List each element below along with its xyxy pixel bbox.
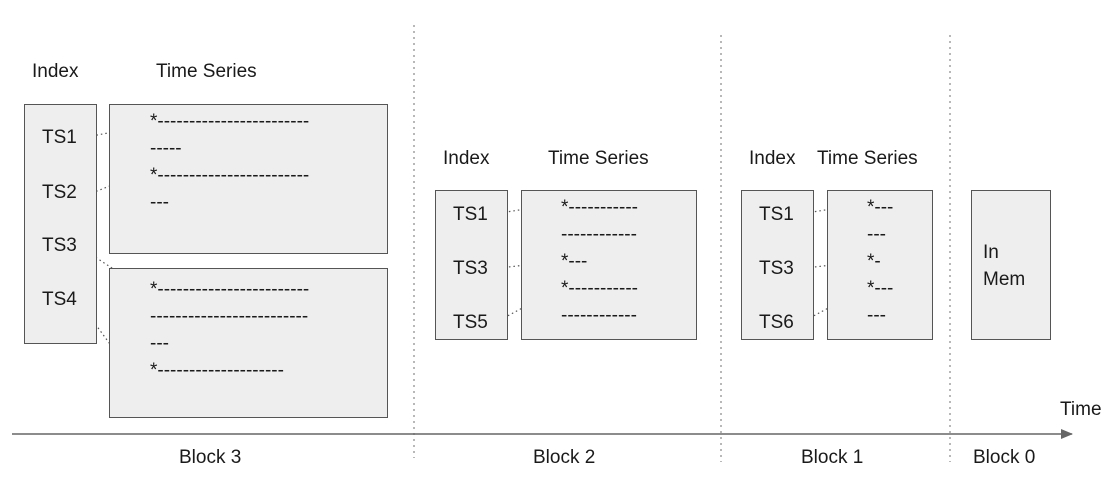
block2-series-line: *--- xyxy=(561,251,588,272)
block2-index-ts3: TS3 xyxy=(453,258,488,279)
block1-index-ts3: TS3 xyxy=(759,258,794,279)
block1-series-box xyxy=(827,190,933,340)
block3-series-line: --- xyxy=(150,333,169,354)
block1-index-header: Index xyxy=(749,148,796,169)
block2-index-box xyxy=(435,190,508,340)
block1-series-line: --- xyxy=(867,305,886,326)
block3-series-line: *------------------------ xyxy=(150,111,310,132)
block3-series-line: *------------------------ xyxy=(150,279,310,300)
block3-series-line: --- xyxy=(150,192,169,213)
block2-series-line: ------------ xyxy=(561,305,637,326)
block3-index-ts3: TS3 xyxy=(42,235,77,256)
block2-series-line: ------------ xyxy=(561,224,637,245)
block1-series-line: *- xyxy=(867,251,881,272)
block3-series-box-1 xyxy=(109,104,388,254)
block1-index-ts6: TS6 xyxy=(759,312,794,333)
pointer-arrow-block3-ts3 xyxy=(91,254,145,290)
block3-index-box xyxy=(24,104,97,344)
block2-index-ts5: TS5 xyxy=(453,312,488,333)
block2-series-line: *----------- xyxy=(561,278,638,299)
block3-index-ts1: TS1 xyxy=(42,127,77,148)
block3-series-line: ------------------------- xyxy=(150,306,309,327)
time-axis-label: Time xyxy=(1060,399,1102,420)
block2-series-box xyxy=(521,190,697,340)
block3-index-ts4: TS4 xyxy=(42,289,77,310)
block1-series-line: *--- xyxy=(867,197,894,218)
block3-series-line: ----- xyxy=(150,138,182,159)
block3-series-line: *-------------------- xyxy=(150,360,284,381)
block3-series-line: *------------------------ xyxy=(150,165,310,186)
block0-in-mem-text: Mem xyxy=(983,269,1026,290)
block3-index-header: Index xyxy=(32,61,79,82)
block0-in-mem-box xyxy=(971,190,1051,340)
pointer-arrow-block2-ts5 xyxy=(499,290,555,321)
block1-index-box xyxy=(741,190,814,340)
block1-label: Block 1 xyxy=(801,447,864,468)
block1-series-line: *--- xyxy=(867,278,894,299)
pointer-arrow-block1-ts6 xyxy=(805,290,861,321)
block3-index-ts2: TS2 xyxy=(42,182,77,203)
block1-index-ts1: TS1 xyxy=(759,204,794,225)
block1-series-line: --- xyxy=(867,224,886,245)
block1-series-header: Time Series xyxy=(817,148,918,169)
block2-index-ts1: TS1 xyxy=(453,204,488,225)
block3-label: Block 3 xyxy=(179,447,242,468)
block2-series-line: *----------- xyxy=(561,197,638,218)
block2-label: Block 2 xyxy=(533,447,596,468)
block0-in-mem-text: In xyxy=(983,242,999,263)
block3-series-header: Time Series xyxy=(156,61,257,82)
block2-series-header: Time Series xyxy=(548,148,649,169)
block3-series-box-2 xyxy=(109,268,388,418)
block0-label: Block 0 xyxy=(973,447,1036,468)
block2-index-header: Index xyxy=(443,148,490,169)
